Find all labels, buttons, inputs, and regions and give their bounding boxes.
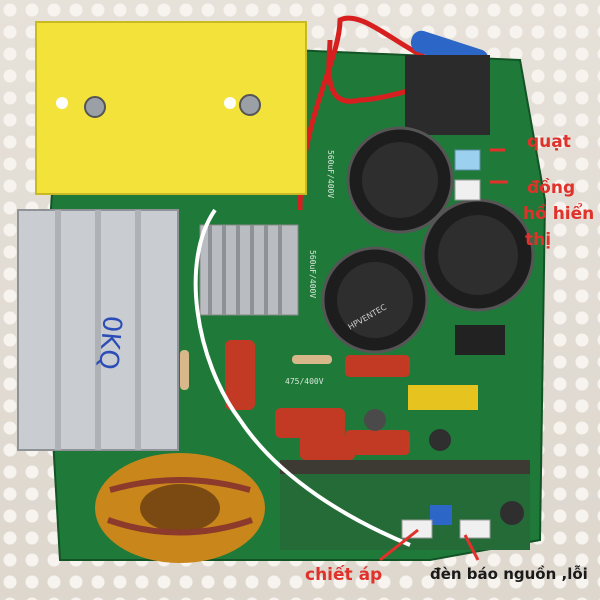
capacitor-center (321, 246, 429, 354)
small-black-block (455, 325, 505, 355)
small-heatsink (199, 224, 299, 316)
yellow-board-screw-left (84, 96, 106, 118)
heatsink-handwriting: 0KQ (92, 314, 127, 370)
capacitor-right (421, 198, 535, 312)
yellow-board-screw-right (239, 94, 261, 116)
white-connector-right (459, 519, 491, 539)
film-cap-upright (225, 340, 255, 410)
relay-block (405, 55, 490, 135)
cap-rating-left: 560uF/400V (326, 150, 335, 198)
label-display-meter-2: hồ hiển (523, 204, 595, 224)
small-cap-b (364, 409, 386, 431)
small-cap-a (429, 429, 451, 451)
bottom-cap (500, 501, 524, 525)
capacitor-top (346, 126, 454, 234)
heatsink-fin-3 (135, 210, 141, 450)
arrow-pot (379, 528, 419, 562)
blue-pot (430, 505, 452, 525)
yellow-board-hole-left (56, 97, 68, 109)
white-wire (193, 208, 411, 547)
fan-connector (454, 149, 481, 171)
toroid-inductor (95, 453, 265, 563)
arrow-lights (463, 534, 480, 561)
film-cap-2 (345, 355, 410, 377)
label-indicator-lights: đèn báo nguồn ,lỗi (430, 565, 588, 583)
label-display-meter-1: đồng (527, 178, 576, 198)
label-potentiometer: chiết áp (305, 565, 383, 585)
label-fan: quạt (527, 132, 571, 152)
cap-rating-right: 560uF/400V (308, 250, 317, 298)
resistor-tan (292, 355, 332, 364)
film-cap-1 (275, 408, 345, 438)
yellow-board-hole-right (224, 97, 236, 109)
yellow-board (35, 21, 307, 195)
meter-connector (454, 179, 481, 201)
film-cap-3 (300, 435, 355, 460)
relay-yellow (408, 385, 478, 410)
film-cap-4 (345, 430, 410, 455)
heatsink-fin-1 (55, 210, 61, 450)
film-cap-rating: 475/400V (285, 377, 324, 386)
heatsink-fin-2 (95, 210, 101, 450)
resistor-left (180, 350, 189, 390)
label-display-meter-3: thị (525, 230, 552, 250)
header-pins (280, 460, 530, 474)
